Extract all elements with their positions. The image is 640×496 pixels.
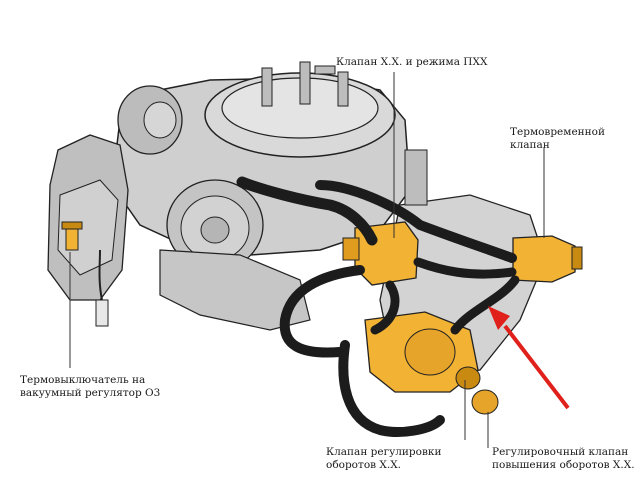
idle-raise-valve-body [364, 311, 499, 415]
label-idle-raise-valve: Регулировочный клапан повышения оборотов… [492, 446, 635, 471]
thermo-valve-body [512, 235, 583, 283]
label-idle-adjust-valve: Клапан регулировки оборотов Х.Х. [326, 446, 442, 471]
label-thermo-valve: Термовременной клапан [510, 126, 605, 151]
red-arrow [488, 306, 570, 410]
vacuum-hoses [236, 176, 520, 437]
label-idle-valve: Клапан Х.Х. и режима ПХХ [336, 56, 488, 68]
leader-lines [69, 72, 545, 448]
thermo-switch [61, 221, 109, 327]
label-thermo-switch: Термовыключатель на вакуумный регулятор … [20, 374, 161, 399]
